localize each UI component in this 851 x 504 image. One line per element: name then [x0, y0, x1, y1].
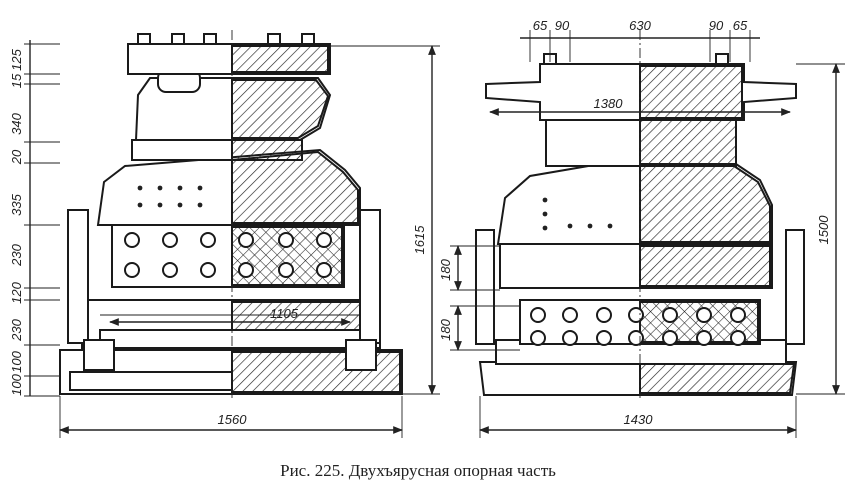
left-upper-balancer-section: [231, 150, 359, 224]
left-lower-rail: [99, 329, 381, 349]
left-vertical-dimension-chain: 125 15 340 20 335 230 120 230 100 100: [9, 40, 60, 397]
left-top-bolts: [137, 33, 315, 45]
left-lower-bolt-right: [345, 339, 377, 371]
right-top-dimension-chain: 65 90 630 90 65: [520, 18, 760, 62]
dim-1105: 1105: [270, 306, 299, 321]
dim-65-right: 65: [733, 18, 748, 33]
figure-caption: Рис. 225. Двухъярусная опорная часть: [280, 461, 556, 480]
left-overall-height-dimension: 1615: [330, 45, 440, 395]
dim-230-upper: 230: [9, 243, 24, 266]
right-top-bolts: [543, 53, 729, 65]
right-vertical-dimensions: 180 180: [438, 245, 520, 351]
left-top-plate-section: [231, 45, 329, 73]
left-lower-bolt-left: [83, 339, 115, 371]
right-middle-section: [639, 245, 771, 287]
left-hinge-neck-section: [231, 139, 303, 161]
dim-1430: 1430: [624, 412, 654, 427]
dim-65-left: 65: [533, 18, 548, 33]
dim-15: 15: [9, 73, 24, 88]
dim-180-lower: 180: [438, 318, 453, 340]
dim-20: 20: [9, 149, 24, 165]
dim-90-right: 90: [709, 18, 724, 33]
left-hinge-neck: [131, 139, 233, 161]
right-view: [475, 30, 805, 398]
right-base-section: [639, 363, 796, 394]
dim-100-lower: 100: [9, 373, 24, 395]
right-side-stop-left: [475, 229, 495, 345]
dim-340: 340: [9, 112, 24, 134]
left-inner-width-dimension: 1105: [109, 306, 351, 326]
left-view: [59, 30, 403, 398]
dim-230-lower: 230: [9, 318, 24, 341]
right-overall-width-dimension: 1430: [479, 396, 797, 438]
dim-100-upper: 100: [9, 350, 24, 372]
left-base-slot: [69, 371, 233, 391]
left-side-stop-left: [67, 209, 89, 344]
left-top-balancer-section: [231, 79, 330, 139]
dim-125: 125: [9, 48, 24, 70]
right-top-beam-section: [639, 65, 743, 119]
dim-90-left: 90: [555, 18, 570, 33]
left-rivet-rows: [137, 185, 203, 208]
right-overall-height-dimension: 1500: [796, 63, 845, 395]
right-upper-balancer-section: [639, 165, 771, 243]
dim-1500: 1500: [816, 215, 831, 245]
right-neck: [545, 119, 641, 167]
right-rollers: [530, 307, 746, 346]
left-rollers: [124, 232, 332, 278]
dim-335: 335: [9, 193, 24, 215]
dim-1615: 1615: [412, 225, 427, 255]
left-overall-width-dimension: 1560: [59, 396, 403, 438]
dim-180-upper: 180: [438, 258, 453, 280]
right-side-stop-right: [785, 229, 805, 345]
dim-120: 120: [9, 281, 24, 303]
right-rivet-rows: [542, 197, 613, 231]
dim-630: 630: [629, 18, 651, 33]
left-side-stop-right: [359, 209, 381, 344]
dim-1560: 1560: [218, 412, 248, 427]
right-top-width-dimension: 1380: [489, 96, 791, 116]
dim-1380: 1380: [594, 96, 624, 111]
right-neck-section: [639, 119, 737, 167]
